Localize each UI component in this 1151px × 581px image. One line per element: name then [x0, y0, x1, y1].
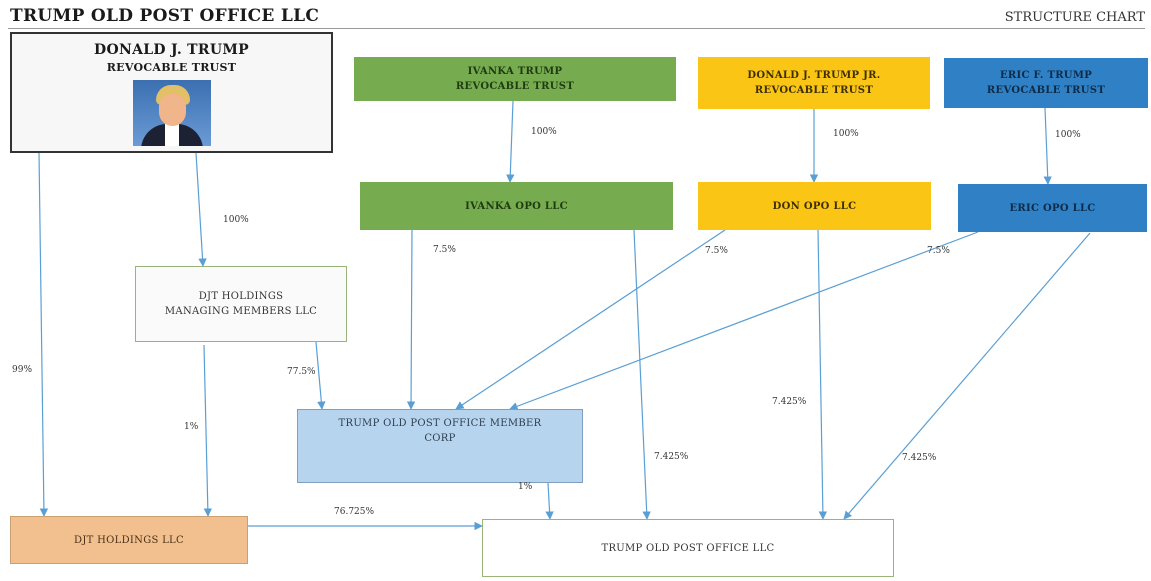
- node-djt-holdings-llc: DJT HOLDINGS LLC: [10, 516, 248, 564]
- node-member-corp-line2: CORP: [424, 433, 456, 444]
- node-ivanka-trust-line1: IVANKA TRUMP: [467, 66, 563, 77]
- node-don-trust-line2: REVOCABLE TRUST: [754, 85, 874, 96]
- node-don-opo-label: DON OPO LLC: [772, 200, 857, 212]
- node-member-corp-line1: TRUMP OLD POST OFFICE MEMBER: [338, 418, 542, 429]
- edge-label: 7.425%: [772, 397, 807, 407]
- edge-ivanka-trust-to-ivanka-opo: [506, 100, 515, 183]
- node-don-jr-revocable-trust: DONALD J. TRUMP JR. REVOCABLE TRUST: [698, 57, 930, 109]
- edge-eric-opo-to-opo-llc: [843, 232, 1091, 520]
- node-trump-old-post-office-llc: TRUMP OLD POST OFFICE LLC: [482, 519, 894, 577]
- edge-managing-to-holdings: [203, 344, 213, 517]
- node-don-trust-line1: DONALD J. TRUMP JR.: [747, 70, 881, 81]
- edge-don-opo-to-member-corp: [455, 229, 726, 410]
- node-eric-trust-line1: ERIC F. TRUMP: [999, 70, 1093, 81]
- edge-label: 7.5%: [705, 246, 728, 256]
- edge-label: 99%: [12, 365, 33, 375]
- edge-label: 7.5%: [927, 246, 950, 256]
- node-djt-revocable-trust: DONALD J. TRUMP REVOCABLE TRUST: [10, 32, 333, 153]
- edge-label: 7.5%: [433, 245, 456, 255]
- node-eric-opo-label: ERIC OPO LLC: [1009, 202, 1096, 214]
- edge-don-opo-to-opo-llc: [817, 229, 828, 520]
- edge-label: 7.425%: [654, 452, 689, 462]
- node-eric-revocable-trust: ERIC F. TRUMP REVOCABLE TRUST: [944, 58, 1148, 108]
- edge-djt-trust-to-managing: [195, 152, 207, 267]
- edge-label: 77.5%: [287, 367, 316, 377]
- edge-label: 100%: [531, 127, 557, 137]
- edge-djt-trust-to-holdings: [38, 152, 49, 517]
- edge-label: 7.425%: [902, 453, 937, 463]
- node-opo-member-corp: TRUMP OLD POST OFFICE MEMBER CORP: [297, 409, 583, 483]
- edge-eric-trust-to-eric-opo: [1043, 107, 1052, 185]
- node-djt-holdings-label: DJT HOLDINGS LLC: [74, 534, 184, 546]
- node-opo-llc-label: TRUMP OLD POST OFFICE LLC: [601, 542, 775, 554]
- node-djt-trust-line1: DONALD J. TRUMP: [94, 42, 249, 58]
- node-eric-opo-llc: ERIC OPO LLC: [958, 184, 1147, 232]
- edge-eric-opo-to-member-corp: [509, 231, 979, 411]
- edge-label: 76.725%: [334, 507, 375, 517]
- node-ivanka-trust-line2: REVOCABLE TRUST: [455, 81, 575, 92]
- edge-label: 100%: [833, 129, 859, 139]
- portrait-photo: [132, 80, 211, 146]
- edge-ivanka-opo-to-opo-llc: [633, 229, 651, 520]
- node-don-opo-llc: DON OPO LLC: [698, 182, 931, 230]
- edge-ivanka-opo-to-member-corp: [406, 229, 416, 410]
- chart-type-label: STRUCTURE CHART: [1004, 10, 1145, 25]
- node-ivanka-opo-label: IVANKA OPO LLC: [465, 200, 568, 212]
- edge-managing-to-member-corp: [315, 341, 326, 410]
- node-eric-trust-line2: REVOCABLE TRUST: [986, 85, 1106, 96]
- header-divider: [8, 28, 1145, 29]
- edge-member-corp-to-opo-llc: [545, 482, 554, 520]
- node-ivanka-opo-llc: IVANKA OPO LLC: [360, 182, 673, 230]
- node-djt-holdings-managing-members: DJT HOLDINGS MANAGING MEMBERS LLC: [135, 266, 347, 342]
- node-managing-line1: DJT HOLDINGS: [198, 291, 284, 302]
- node-ivanka-revocable-trust: IVANKA TRUMP REVOCABLE TRUST: [354, 57, 676, 101]
- edge-label: 1%: [184, 422, 199, 432]
- edge-label: 1%: [518, 482, 533, 492]
- edge-label: 100%: [1055, 130, 1081, 140]
- chart-title: TRUMP OLD POST OFFICE LLC: [10, 6, 320, 26]
- node-djt-trust-line2: REVOCABLE TRUST: [106, 61, 237, 74]
- edge-label: 100%: [223, 215, 249, 225]
- node-managing-line2: MANAGING MEMBERS LLC: [164, 306, 318, 317]
